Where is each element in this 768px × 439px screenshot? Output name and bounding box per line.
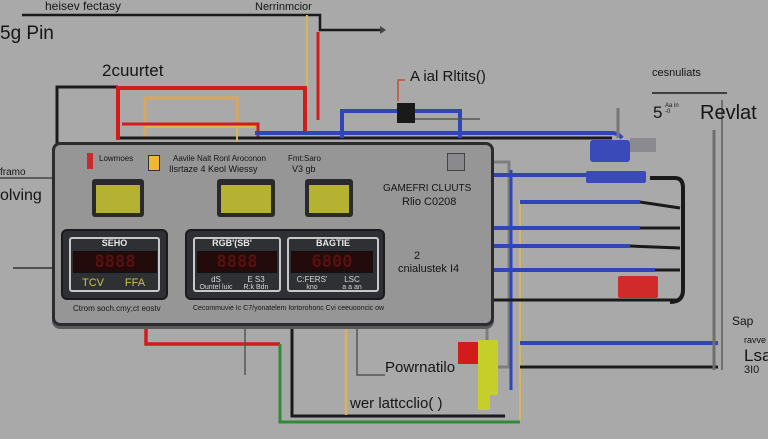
amber-led [148, 155, 160, 171]
meter-1-reading: 8888 [73, 251, 157, 273]
panel-count: 2 [414, 250, 421, 262]
blue-connector [590, 140, 630, 162]
load-code: 3I0 [744, 364, 760, 376]
panel-heading: GAMEFRI CLUUTS [383, 183, 472, 194]
orange-frame-wire [143, 96, 239, 140]
lcd-label-1: Lowmoes [99, 154, 134, 163]
meter-1-right-unit: FFA [124, 277, 146, 289]
results-label: cesnuliats [652, 67, 701, 79]
panel-footer-left: Ctrom soch.cmy;ct eostv [73, 304, 161, 313]
meter-3-right-sub: a a an [342, 284, 362, 291]
load-small: ravve [744, 335, 767, 345]
power-red-terminal [458, 342, 478, 364]
rail-label: A ial Rltits() [410, 68, 486, 85]
meter-3-left-unit: C:FERS' [296, 275, 328, 284]
blue-connector [586, 171, 646, 183]
meter-2-right-unit: E S3 [247, 275, 265, 284]
meter-1: SEHO 8888 TCV FFA [61, 229, 168, 300]
power-module [478, 340, 498, 410]
lcd-display-3 [305, 179, 353, 217]
red-switch[interactable] [87, 153, 93, 169]
lcd-label-3: Fmt:Saro [288, 154, 321, 163]
meter-2-right-sub: R:k Bdn [243, 284, 269, 291]
lcd-display-2 [217, 179, 275, 217]
panel-code: Rlio C0208 [402, 196, 457, 208]
load-label: Lsadl [744, 346, 768, 365]
control-panel: Lowmoes Aavile Nalt Ronl Aroconon Ilsrta… [52, 142, 494, 326]
right-wire-bundle [490, 100, 723, 370]
lcd-label-2: Aavile Nalt Ronl Aroconon [173, 154, 266, 163]
meter-2-left-sub: Ountel luic [199, 284, 233, 291]
top-bar-label: heisev fectasy [45, 0, 122, 13]
meter-2-reading: 8888 [197, 251, 277, 273]
power-lead-wire [356, 322, 385, 376]
left-black-wire [55, 85, 118, 145]
top-signal-wire [22, 13, 380, 32]
relay-sub: Aa in -0 [665, 103, 679, 115]
meter-1-left-unit: TCV [82, 277, 104, 289]
meter-group: RGB'(SB' 8888 dS Ountel luic E S3 R:k Bd… [185, 229, 385, 300]
meter-3-reading: 6800 [291, 251, 373, 273]
red-fuse [618, 276, 658, 298]
top-right-note: Nerrinmcior [255, 1, 312, 13]
gray-switch[interactable] [447, 153, 465, 171]
panel-cluster: cnialustek I4 [398, 263, 460, 275]
lcd-sub-3: V3 gb [292, 164, 316, 174]
red-frame-wire [116, 86, 307, 140]
panel-footer-right: Cecommuvie Ic C7/yonatelem Iortorohonc C… [193, 305, 385, 312]
meter-2-title: RGB'(SB' [212, 238, 252, 248]
meter-3-title: BAGTIE [315, 238, 350, 248]
meter-3-frame [287, 237, 379, 292]
relay-lead-wire [397, 79, 405, 101]
relay-number: 5 [653, 103, 663, 122]
relay-label: Revlat [700, 102, 757, 124]
metal-terminal [630, 138, 656, 152]
bottom-red-wire [144, 322, 280, 346]
sap-label: Sap [732, 314, 754, 328]
left-title: olving [0, 187, 42, 204]
meter-2-left-unit: dS [211, 275, 221, 284]
lcd-sub-2: Ilsrtaze 4 Keol Wiessy [169, 164, 258, 174]
pin-title: 5g Pin [0, 23, 54, 44]
meter-1-title: SEHO [101, 238, 128, 248]
relay-box [397, 103, 415, 123]
bottom-black-wire [290, 322, 505, 418]
arrow-icon [380, 26, 386, 34]
power-label: Powrnatilo [385, 359, 456, 376]
counter-title: 2cuurtet [102, 61, 164, 80]
lcd-display-1 [92, 179, 144, 217]
meter-3-right-unit: LSC [344, 275, 360, 284]
meter-3-left-sub: kno [306, 284, 318, 291]
left-note: framo [0, 167, 26, 178]
bottom-green-wire [278, 344, 520, 424]
wire-label: wer lattcclio( ) [350, 395, 443, 412]
